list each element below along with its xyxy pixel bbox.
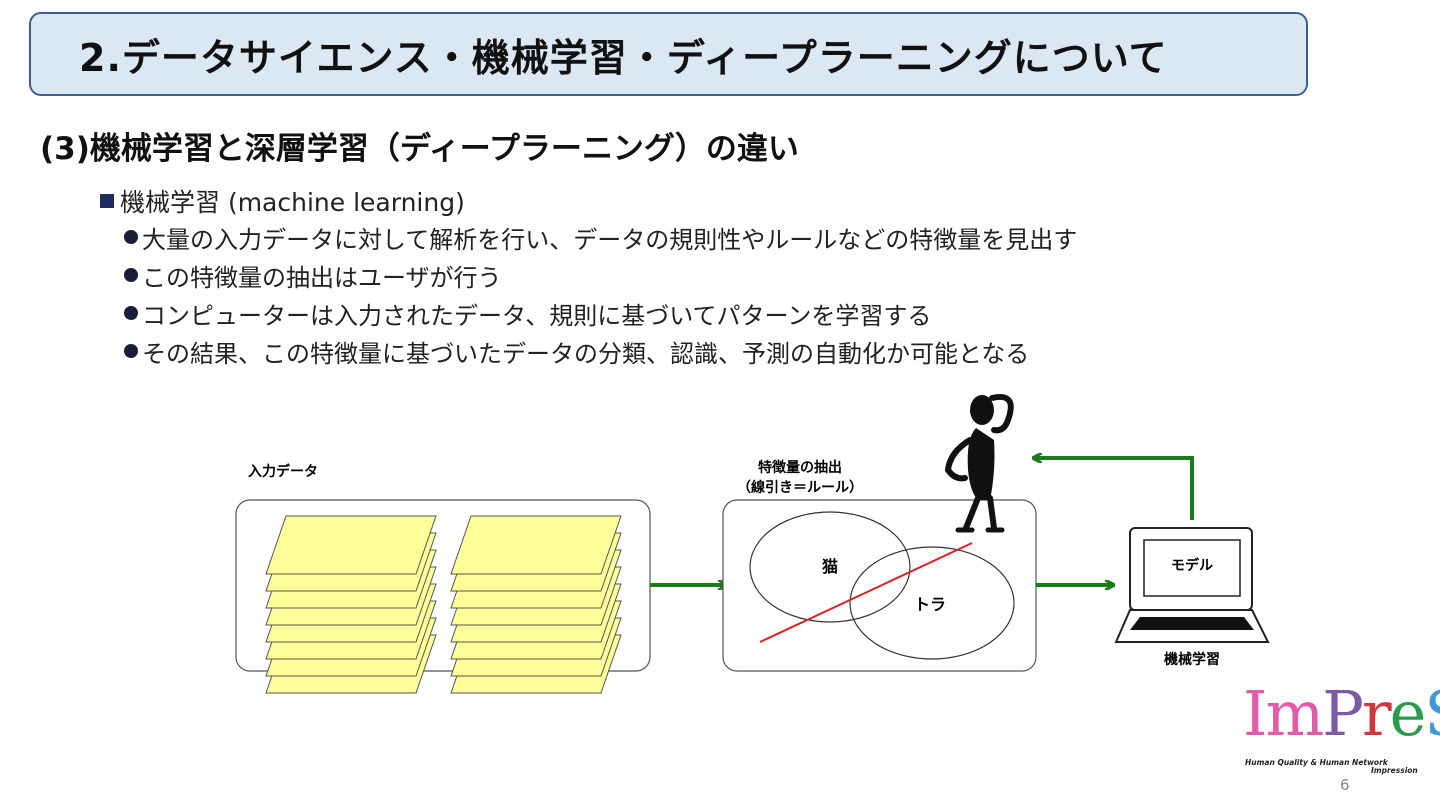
logo-wordmark: ImPreSS xyxy=(1243,678,1440,750)
list-item: 大量の入力データに対して解析を行い、データの規則性やルールなどの特徴量を見出す xyxy=(124,218,1077,256)
logo-tagline-2: Impression xyxy=(1371,766,1418,775)
logo-tagline: Human Quality & Human Network xyxy=(1245,758,1388,767)
feature-sublabel: （線引き＝ルール） xyxy=(737,479,863,496)
circle-bullet-icon xyxy=(124,306,138,320)
square-bullet-icon xyxy=(100,194,114,208)
logo-letter: S xyxy=(1424,677,1440,750)
circle-bullet-icon xyxy=(124,344,138,358)
paper-sheet xyxy=(265,515,437,575)
input-data-label: 入力データ xyxy=(248,463,318,480)
cat-label: 猫 xyxy=(822,557,838,576)
ml-label: 機械学習 xyxy=(1164,651,1220,668)
paper-sheet xyxy=(450,515,622,575)
impress-logo: ImPreSS Human Quality & Human Network Im… xyxy=(1243,678,1440,778)
list-item-text: 大量の入力データに対して解析を行い、データの規則性やルールなどの特徴量を見出す xyxy=(142,225,1078,254)
list-item-text: その結果、この特徴量に基づいたデータの分類、認識、予測の自動化か可能となる xyxy=(142,339,1030,368)
list-item-text: この特徴量の抽出はユーザが行う xyxy=(142,263,502,292)
logo-letter: m xyxy=(1265,677,1325,750)
tiger-circle xyxy=(849,546,1015,660)
title-banner: 2.データサイエンス・機械学習・ディープラーニングについて xyxy=(29,12,1308,96)
cat-circle xyxy=(749,511,911,623)
laptop-icon xyxy=(1114,527,1270,643)
model-label: モデル xyxy=(1171,557,1213,574)
paper-stack-right xyxy=(450,515,622,694)
list-item: その結果、この特徴量に基づいたデータの分類、認識、予測の自動化か可能となる xyxy=(124,332,1077,370)
logo-letter: e xyxy=(1389,677,1427,750)
tiger-label: トラ xyxy=(914,595,946,614)
bullet-list: 機械学習 (machine learning) 大量の入力データに対して解析を行… xyxy=(100,184,1077,370)
arrow-feedback xyxy=(1034,458,1194,520)
list-item: コンピューターは入力されたデータ、規則に基づいてパターンを学習する xyxy=(124,294,1077,332)
logo-letter: r xyxy=(1362,677,1392,750)
bullet-heading: 機械学習 (machine learning) xyxy=(100,184,1077,218)
feature-label: 特徴量の抽出 xyxy=(758,459,842,476)
circle-bullet-icon xyxy=(124,268,138,282)
page-number: 6 xyxy=(1340,776,1350,794)
logo-letter: P xyxy=(1322,677,1364,750)
bullet-heading-text: 機械学習 (machine learning) xyxy=(120,188,465,217)
circle-bullet-icon xyxy=(124,230,138,244)
logo-letter: I xyxy=(1243,677,1267,750)
section-subtitle: (3)機械学習と深層学習（ディープラーニング）の違い xyxy=(40,131,799,167)
list-item: この特徴量の抽出はユーザが行う xyxy=(124,256,1077,294)
thinking-person-icon xyxy=(944,394,1014,533)
decision-boundary-line xyxy=(759,542,973,643)
page-title: 2.データサイエンス・機械学習・ディープラーニングについて xyxy=(79,35,1168,80)
list-item-text: コンピューターは入力されたデータ、規則に基づいてパターンを学習する xyxy=(142,301,932,330)
paper-stack-left xyxy=(265,515,437,694)
